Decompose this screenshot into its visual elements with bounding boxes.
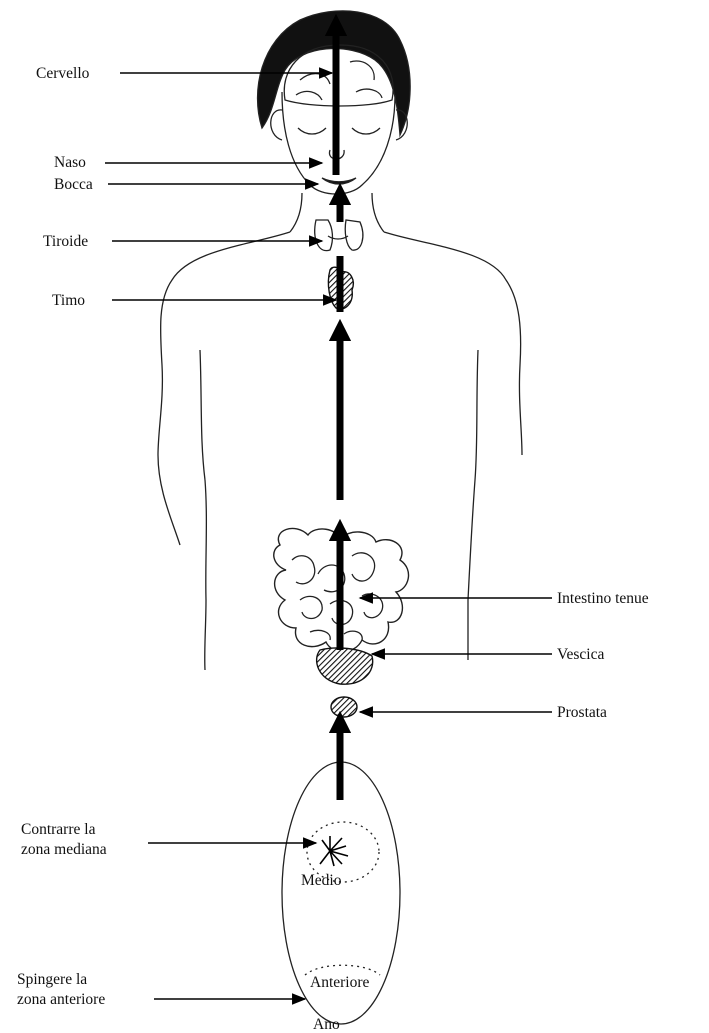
label-spingere-line2: zona anteriore (17, 991, 105, 1008)
label-tiroide: Tiroide (43, 233, 88, 250)
arm-left (200, 350, 205, 480)
mouth (322, 178, 356, 184)
thyroid (315, 220, 363, 251)
torso-right (468, 480, 475, 660)
label-prostata: Prostata (557, 704, 607, 721)
eye-left (298, 128, 326, 134)
neck-left (290, 193, 302, 232)
bladder (317, 648, 373, 684)
label-medio: Medio (301, 872, 342, 889)
torso-left (205, 480, 207, 670)
label-intestino-tenue: Intestino tenue (557, 590, 649, 607)
eye-right (352, 128, 380, 134)
contraction-star-icon (320, 836, 348, 866)
label-contrarre-line2: zona mediana (21, 841, 107, 858)
label-vescica: Vescica (557, 646, 604, 663)
label-ano: Ano (313, 1016, 340, 1033)
label-naso: Naso (54, 154, 86, 171)
label-timo: Timo (52, 292, 85, 309)
label-contrarre-line1: Contrarre la (21, 821, 96, 838)
ear-left (271, 110, 282, 140)
shoulder-right (384, 232, 522, 455)
label-cervello: Cervello (36, 65, 90, 82)
label-bocca: Bocca (54, 176, 93, 193)
neck-right (372, 193, 384, 232)
shoulder-left (158, 232, 290, 545)
prostate (331, 697, 357, 717)
arm-right (475, 350, 478, 480)
label-spingere-line1: Spingere la (17, 971, 87, 988)
label-anteriore: Anteriore (310, 974, 370, 991)
